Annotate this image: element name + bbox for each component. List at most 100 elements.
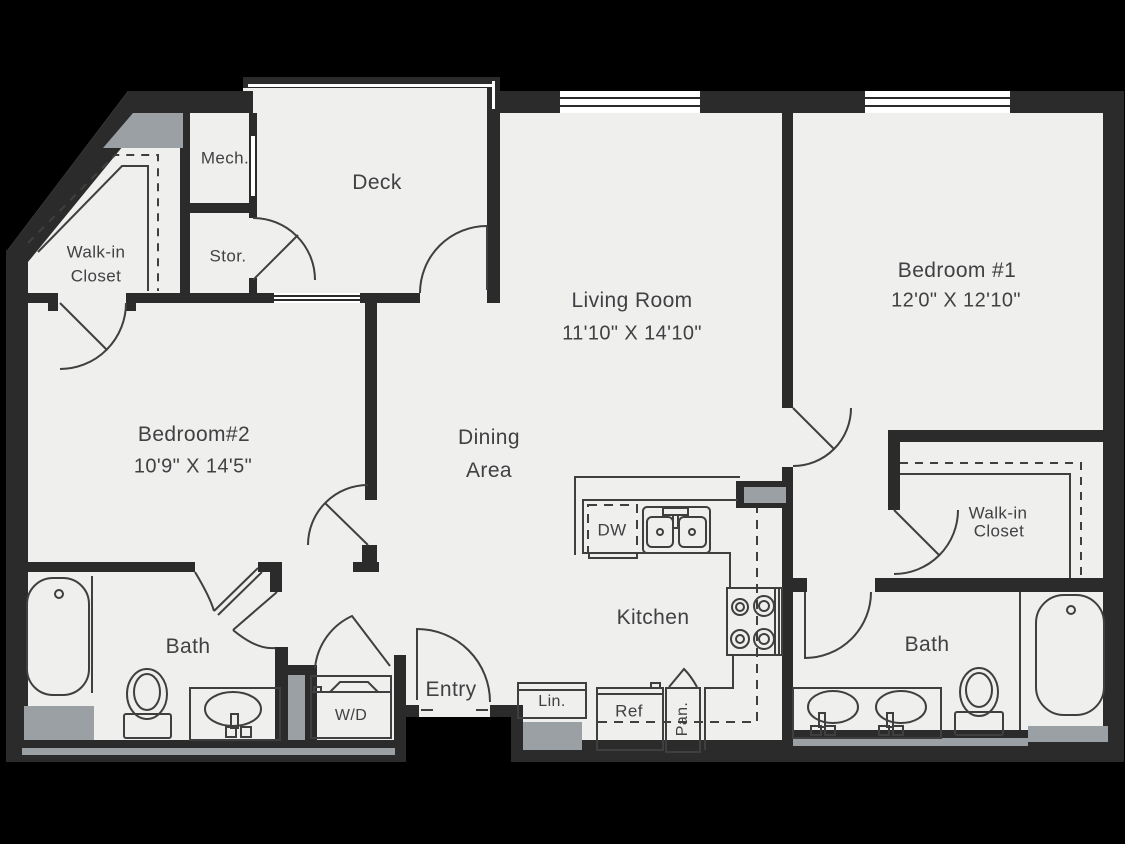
closetL-label-1: Walk-in [66,242,126,262]
bedroom1-window-line [865,97,1010,99]
wall-vestibule-stub [270,572,282,592]
gray-strip-right [793,738,1028,746]
windows [248,81,1010,303]
bathR-faucet-c [878,725,890,736]
burner-2 [753,595,775,617]
wall-bathR-stub [793,578,807,592]
bedroom1-window [865,91,1010,113]
deck-post-1 [249,113,257,136]
washer-dryer-knob [313,686,322,693]
vestibule-door-b [232,591,278,650]
bathR-tub-drain [1066,605,1076,615]
sink-basin-left [646,516,674,548]
burner-4-inner [758,633,770,645]
mech-deck-window-line2 [255,136,257,196]
mech-label: Mech. [200,148,250,168]
bathL-faucet-stem [230,713,239,729]
deck-window [274,293,360,303]
bathR-faucet-stem-r [886,712,894,728]
doors [59,217,959,711]
deck-rail-notch [492,81,495,109]
kitchen-counter [574,476,740,588]
gray-block-right [1028,726,1108,742]
mech-deck-window [249,136,257,196]
bathR-tub [1035,594,1105,716]
bedroom1-dims: 12'0" X 12'10" [891,289,1021,312]
upper-cabinet-dashed [598,508,758,723]
wall-closetL-bottom-b [126,293,182,303]
deck-post-2 [249,196,257,218]
wall-closetL-bottom-a [6,293,58,303]
wall-left [6,250,28,762]
dishwasher-outline [587,504,638,554]
wall-bed1-upper [782,113,793,408]
wall-bed1-lower [782,467,793,747]
living-window-line [560,97,700,99]
closetL-shelf [37,165,149,291]
bathR-toilet-tank [954,711,1004,736]
wall-bed2-dining [365,293,377,500]
washer-dryer-lid [311,681,391,693]
bathL-tub [26,577,90,696]
wall-bathR-top [875,578,1124,592]
bathL-toilet-bowl-inner [133,673,161,711]
entry-label: Entry [425,677,477,701]
burner-4 [753,628,775,650]
bedroom2-door [307,484,369,546]
bedroom1-label: Bedroom #1 [897,258,1017,282]
wall-entry-left [406,705,419,717]
bedroom2-label: Bedroom#2 [137,422,251,446]
bathR-toilet-bowl-inner [965,672,993,708]
gray-shaft [288,675,305,740]
wall-diagonal [6,91,150,262]
deck-window-line2 [274,299,360,301]
gray-under-tub [24,706,94,740]
pantry-label: Pan. [674,701,691,737]
gray-kitchen-block [744,487,786,503]
stove-edge-lines [774,588,780,655]
bathR-faucet-d [892,725,904,736]
pantry-outline [665,687,701,753]
deck-window-line [274,295,360,297]
bedroom1-window-line2 [865,105,1010,107]
wall-bed2-cap [353,562,379,572]
refrigerator-outline [596,687,664,751]
wall-closetL-stub-a [48,293,58,311]
bathR-sink-right [875,690,927,724]
wall-mech-bottom [180,203,257,213]
deck-label: Deck [352,170,402,194]
burner-3-inner [735,634,745,644]
wall-bed2-stub [362,545,377,564]
wall-closetR-left [888,430,900,510]
wall-closetL-stub-b [126,293,136,311]
bathL-vanity [189,687,281,741]
living-window-line2 [560,105,700,107]
burner-3 [730,629,750,649]
refrigerator-bump [650,682,661,689]
burner-1-inner [735,602,745,612]
wall-closetR-top [888,430,1103,442]
closetL-label-2: Closet [70,266,122,286]
wd-label: W/D [334,707,368,724]
sink-faucet-stem [672,514,679,529]
closetR-rod [900,462,1082,578]
ref-label: Ref [615,701,643,721]
burner-2-inner [758,600,770,612]
vestibule-door-a [194,567,263,616]
closetL-rod [27,154,159,291]
sink-drain-right [688,528,696,536]
closetR-label-2: Closet [973,521,1025,541]
living-window [560,91,700,113]
stove-outline [726,587,783,656]
bathR-vanity [792,687,942,739]
dishwasher-step [588,553,638,559]
dining-label-1: Dining [458,425,520,449]
closet-lines [27,154,1082,578]
bathL-label: Bath [165,634,211,658]
gray-top-left-patch [103,113,183,148]
kitchen-label: Kitchen [616,605,690,629]
burner-1 [731,598,749,616]
stor-deck-door [252,217,316,281]
